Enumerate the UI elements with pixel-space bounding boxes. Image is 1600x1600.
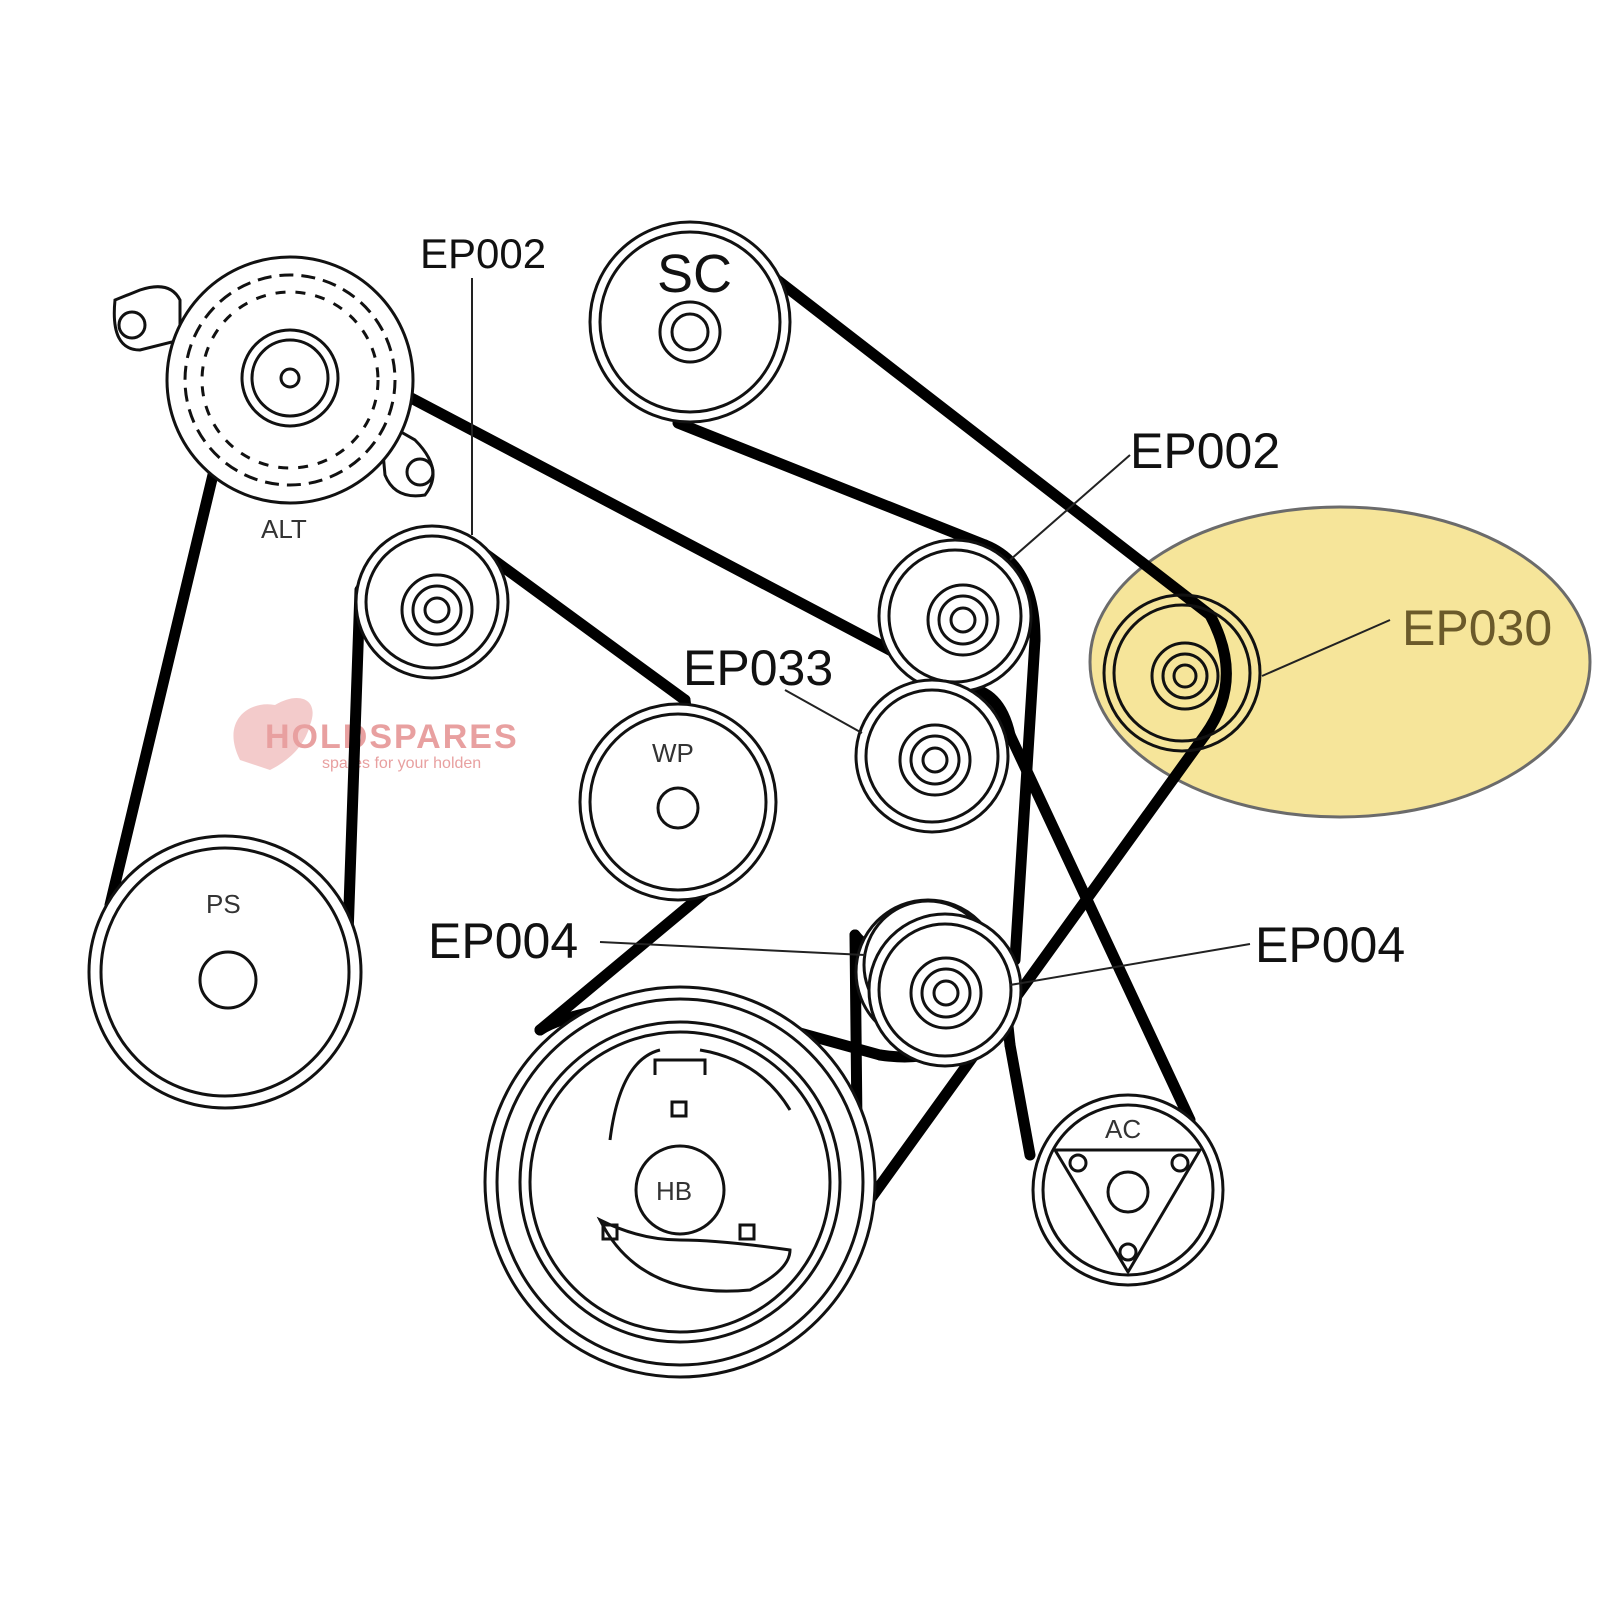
- ep002-right-label: EP002: [1130, 423, 1280, 479]
- ep033-label: EP033: [683, 640, 833, 696]
- ps-label: PS: [206, 889, 241, 919]
- ep030-label: EP030: [1402, 600, 1552, 656]
- harmonic-balancer-pulley[interactable]: HB: [483, 985, 877, 1379]
- ep030-highlight: [1088, 505, 1592, 819]
- ep002-right-idler[interactable]: [877, 538, 1033, 694]
- wp-label: WP: [652, 738, 694, 768]
- ep004-left-leader: [599, 941, 866, 956]
- ep004-right-leader: [1009, 943, 1251, 986]
- ep033-idler[interactable]: [854, 678, 1010, 834]
- ep004-tensioner[interactable]: [854, 898, 1023, 1068]
- ep030-leader: [1261, 619, 1391, 677]
- hb-label: HB: [656, 1176, 692, 1206]
- alt-label: ALT: [261, 514, 307, 544]
- sc-label: SC: [657, 244, 732, 304]
- ep002-left-idler[interactable]: [354, 524, 510, 680]
- ac-label: AC: [1105, 1114, 1141, 1144]
- ep004-right-label: EP004: [1255, 917, 1405, 973]
- ep002-top-label: EP002: [420, 230, 546, 277]
- water-pump-pulley[interactable]: WP: [578, 702, 778, 902]
- watermark-tagline: spares for your holden: [322, 755, 481, 772]
- watermark-brand: HOLDSPARES: [265, 718, 519, 756]
- alternator-pulley[interactable]: ALT: [112, 255, 435, 544]
- power-steering-pulley[interactable]: PS: [87, 834, 363, 1110]
- sc-pulley[interactable]: SC: [588, 220, 792, 424]
- ep002-right-leader: [1009, 454, 1131, 561]
- ep033-leader: [784, 689, 863, 734]
- ep004-left-label: EP004: [428, 913, 578, 969]
- watermark-logo: HOLDSPARES spares for your holden: [233, 697, 519, 772]
- ep030-idler[interactable]: [1102, 593, 1262, 753]
- ac-compressor-pulley[interactable]: AC: [1031, 1093, 1225, 1287]
